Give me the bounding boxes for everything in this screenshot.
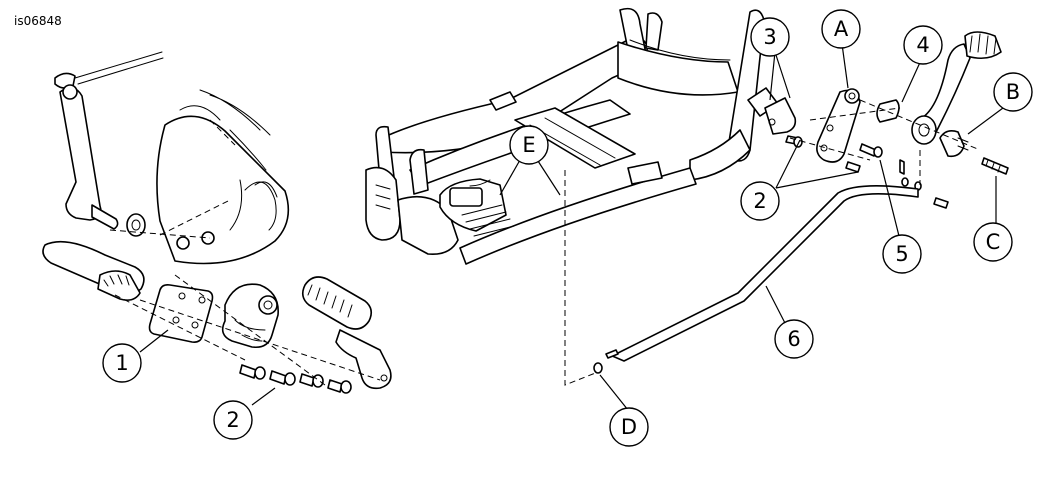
callout-a: A	[821, 9, 861, 49]
right-shift-assembly	[593, 31, 1009, 411]
callout-b-label: B	[1006, 80, 1020, 104]
callout-5: 5	[882, 234, 922, 274]
callout-c: C	[973, 222, 1013, 262]
callout-1-label: 1	[115, 351, 128, 375]
callout-2-right: 2	[740, 181, 780, 221]
frame-assembly	[365, 7, 765, 386]
callout-3-label: 3	[763, 25, 776, 49]
callout-2-left: 2	[213, 400, 253, 440]
callout-e-label: E	[522, 133, 535, 157]
callout-2-left-label: 2	[226, 408, 239, 432]
callout-1: 1	[102, 343, 142, 383]
callout-5-label: 5	[895, 242, 908, 266]
callout-4-label: 4	[916, 33, 929, 57]
callout-6-label: 6	[787, 327, 800, 351]
figure-id: is06848	[14, 14, 62, 28]
callout-c-label: C	[986, 230, 1001, 254]
left-brake-pedal-assembly	[42, 51, 392, 406]
callout-4: 4	[903, 25, 943, 65]
callout-d-label: D	[621, 415, 637, 439]
callout-b: B	[993, 72, 1033, 112]
callout-6: 6	[774, 319, 814, 359]
callout-3: 3	[750, 17, 790, 57]
callout-e: E	[509, 125, 549, 165]
left-bolt-set	[239, 364, 352, 394]
callout-2-right-label: 2	[753, 189, 766, 213]
callout-d: D	[609, 407, 649, 447]
callout-a-label: A	[834, 17, 849, 41]
